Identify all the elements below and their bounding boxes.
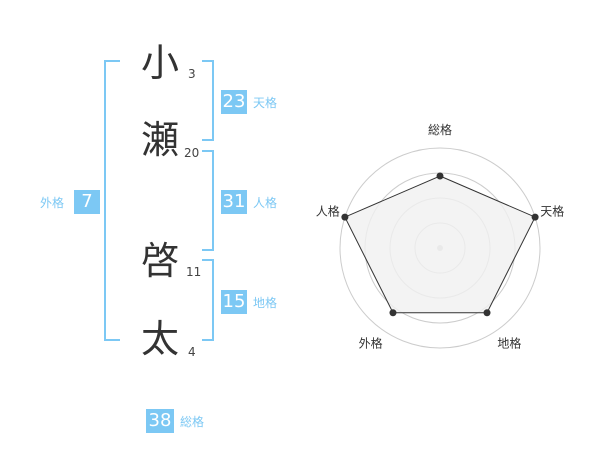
chikaku-bracket — [202, 259, 214, 341]
jinkaku-label: 人格 — [253, 196, 278, 210]
stroke-count-3: 11 — [186, 265, 202, 279]
radar-point — [531, 213, 539, 221]
radar-axis-label: 人格 — [316, 204, 340, 219]
gaikaku-label: 外格 — [40, 196, 65, 210]
radar-point — [341, 213, 349, 221]
radar-axis-label: 外格 — [359, 335, 383, 350]
stroke-count-4: 4 — [188, 345, 196, 359]
tenkaku-bracket — [202, 60, 214, 141]
radar-axis-label: 天格 — [540, 204, 564, 219]
tenkaku-label: 天格 — [253, 96, 278, 110]
stroke-count-2: 20 — [184, 146, 200, 160]
soukaku-value: 38 — [146, 409, 174, 433]
radar-axis-label: 総格 — [428, 122, 452, 137]
name-char-3: 啓 — [140, 239, 179, 283]
stroke-count-1: 3 — [188, 67, 196, 81]
gaikaku-bracket — [104, 60, 120, 341]
name-char-2: 瀬 — [140, 118, 179, 162]
soukaku-label: 総格 — [180, 415, 205, 429]
radar-polygon — [344, 175, 536, 314]
chikaku-label: 地格 — [253, 296, 278, 310]
radar-point — [483, 309, 491, 317]
chikaku-value: 15 — [221, 290, 247, 314]
name-char-1: 小 — [140, 41, 179, 85]
radar-axis-label: 地格 — [497, 335, 521, 350]
gaikaku-value: 7 — [74, 190, 100, 214]
name-char-4: 太 — [140, 317, 179, 361]
radar-point — [389, 309, 397, 317]
jinkaku-value: 31 — [221, 190, 247, 214]
tenkaku-value: 23 — [221, 90, 247, 114]
radar-point — [436, 172, 444, 180]
radar-ring — [339, 147, 541, 349]
jinkaku-bracket — [202, 150, 214, 251]
